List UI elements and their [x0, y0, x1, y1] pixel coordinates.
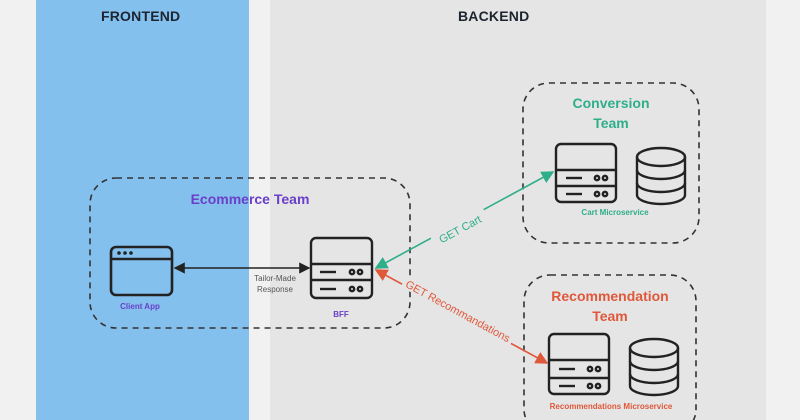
edge-label-get-recommandations: GET Recommandations: [403, 279, 512, 346]
conversion-team-title-line1: Conversion: [572, 95, 650, 111]
edge-label-line2: Response: [256, 285, 294, 294]
recommendation-team-title: Recommendation Team: [526, 286, 694, 326]
database-icon: [628, 337, 680, 397]
server-icon: [547, 332, 611, 396]
recommendation-team-title-line1: Recommendation: [551, 288, 669, 304]
recommendations-microservice-label: Recommendations Microservice: [549, 402, 673, 411]
conversion-team-title-line2: Team: [593, 115, 629, 131]
database-icon: [635, 146, 687, 206]
browser-window-icon: [109, 245, 174, 297]
server-icon: [554, 142, 618, 204]
conversion-team-group: [522, 82, 700, 244]
conversion-team-title: Conversion Team: [540, 93, 682, 133]
edge-label-tailor-made-response: Tailor-Made Response: [240, 273, 310, 295]
frontend-column: [36, 0, 249, 420]
frontend-title: FRONTEND: [101, 8, 181, 24]
cart-microservice-label: Cart Microservice: [581, 208, 649, 217]
ecommerce-team-title: Ecommerce Team: [190, 191, 310, 207]
backend-title: BACKEND: [458, 8, 530, 24]
client-app-label: Client App: [120, 302, 160, 311]
recommendation-team-group: [523, 274, 697, 420]
edge-label-line1: Tailor-Made: [254, 274, 296, 283]
recommendation-team-title-line2: Team: [592, 308, 628, 324]
bff-label: BFF: [333, 310, 349, 319]
server-icon: [309, 236, 374, 300]
